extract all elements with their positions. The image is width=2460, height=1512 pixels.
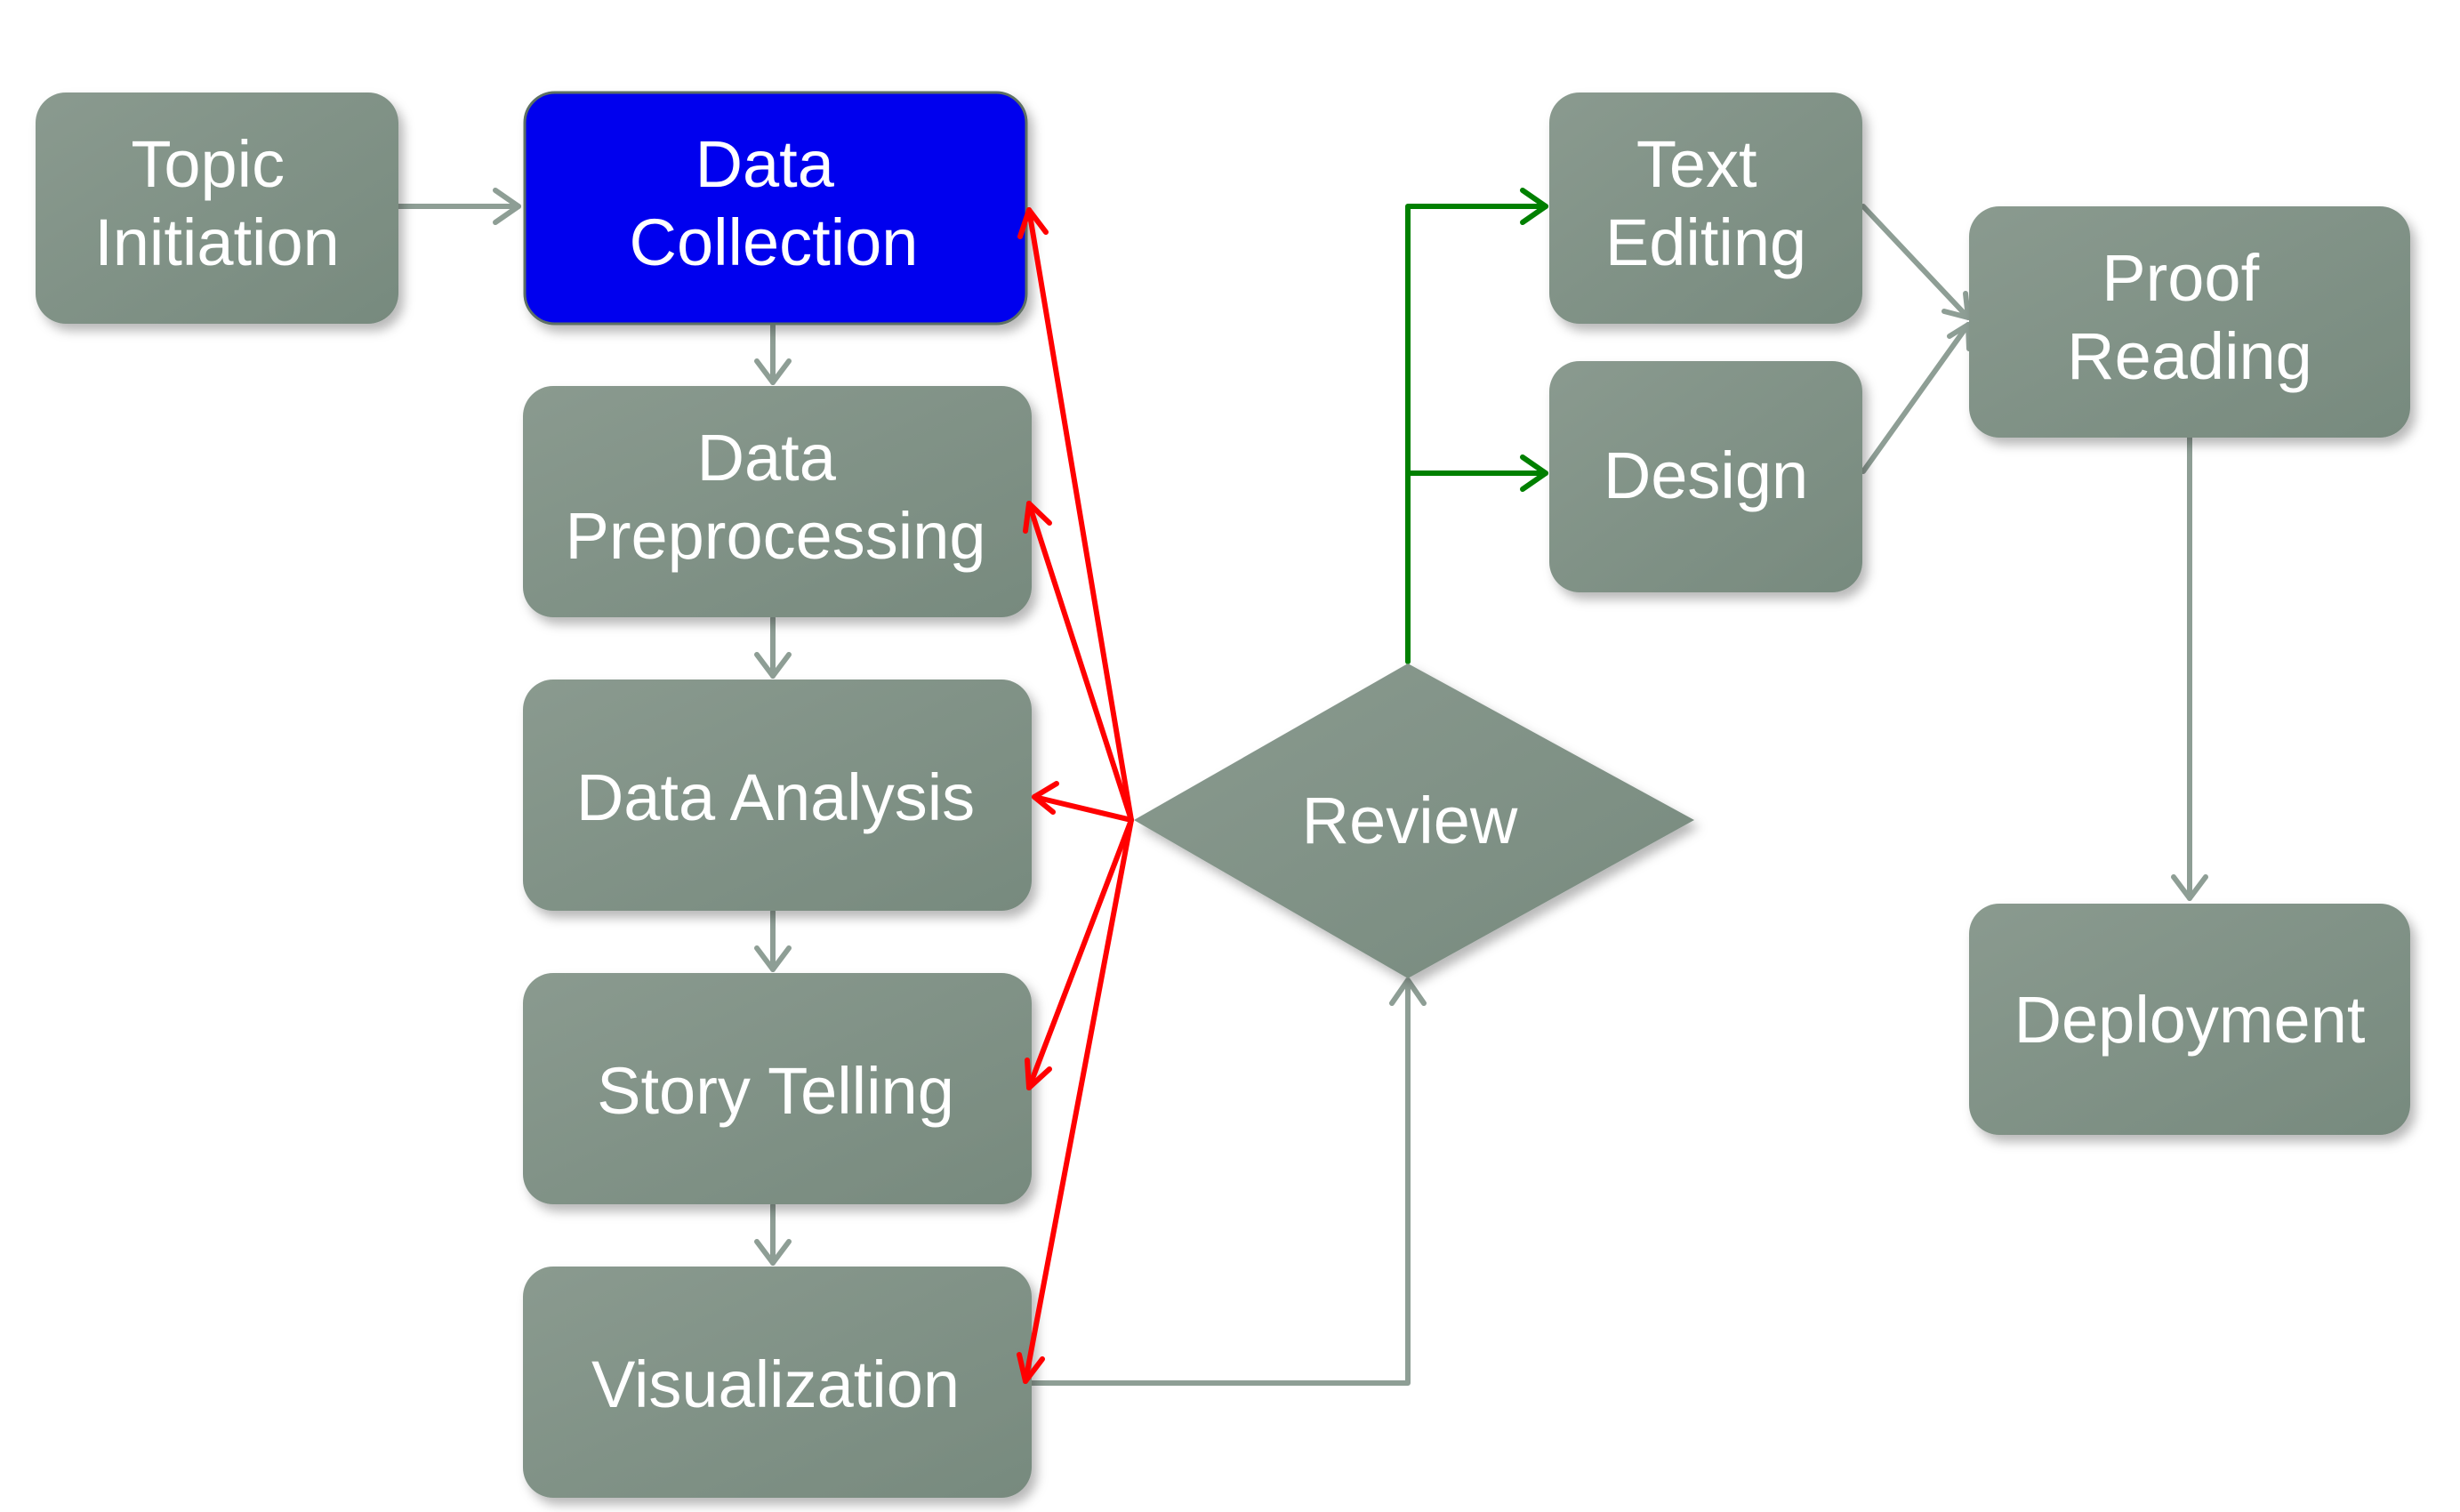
node-label: Design bbox=[1604, 438, 1808, 512]
feedback-to-story-telling bbox=[1026, 817, 1134, 1090]
node-review: Review bbox=[1134, 664, 1694, 978]
arrow-review-to-textediting bbox=[1405, 204, 1548, 664]
feedback-head-visualization bbox=[1017, 1352, 1045, 1384]
node-label: Data Analysis bbox=[576, 760, 975, 834]
feedback-head-story-telling bbox=[1025, 1058, 1052, 1090]
node-label: Editing bbox=[1605, 205, 1806, 279]
arrowhead-proofreading-to-deployment bbox=[2171, 874, 2208, 901]
arrowhead-textediting-to-proofreading bbox=[1941, 291, 1971, 320]
node-deployment: Deployment bbox=[1969, 904, 2410, 1135]
svg-text:Proof Reading: Proof Reading bbox=[2067, 241, 2312, 393]
review-branch-connectors bbox=[1405, 188, 1548, 664]
svg-text:Review: Review bbox=[1302, 784, 1518, 857]
feedback-to-data-analysis bbox=[1032, 794, 1134, 823]
node-label: Review bbox=[1302, 784, 1518, 857]
node-label: Preprocessing bbox=[565, 499, 985, 573]
diagram-nodes: Topic Initiation Data Collection Data Pr… bbox=[36, 91, 2410, 1498]
node-data-preprocessing: Data Preprocessing bbox=[523, 386, 1032, 617]
node-label: Reading bbox=[2067, 319, 2312, 393]
arrowhead-design-to-proofreading bbox=[1947, 322, 1972, 351]
arrowhead-collection-to-preprocessing bbox=[754, 358, 792, 385]
node-label: Data bbox=[695, 127, 835, 201]
node-label: Initiation bbox=[94, 205, 340, 279]
node-story-telling: Story Telling bbox=[523, 973, 1032, 1204]
feedback-head-data-preprocessing bbox=[1023, 501, 1052, 534]
svg-text:Data Collection: Data Collection bbox=[630, 127, 919, 279]
feedback-head-data-analysis bbox=[1032, 781, 1059, 815]
feedback-to-visualization bbox=[1023, 817, 1134, 1384]
node-proof-reading: Proof Reading bbox=[1969, 206, 2410, 438]
arrowhead-storytelling-to-visualization bbox=[754, 1239, 792, 1266]
node-label: Collection bbox=[630, 205, 919, 279]
review-feedback-arrows bbox=[1017, 207, 1134, 1384]
feedback-to-data-collection bbox=[1026, 207, 1134, 823]
arrowhead-preprocessing-to-analysis bbox=[754, 652, 792, 679]
svg-text:Deployment: Deployment bbox=[2014, 983, 2366, 1057]
node-text-editing: Text Editing bbox=[1549, 92, 1862, 324]
node-label: Visualization bbox=[591, 1347, 960, 1421]
svg-text:Data Preprocessing: Data Preprocessing bbox=[565, 421, 985, 573]
svg-text:Design: Design bbox=[1604, 438, 1808, 512]
flow-connectors bbox=[396, 188, 2208, 1386]
node-label: Deployment bbox=[2014, 983, 2366, 1057]
svg-text:Topic Initiation: Topic Initiation bbox=[94, 127, 340, 279]
node-topic-initiation: Topic Initiation bbox=[36, 92, 398, 324]
node-label: Text bbox=[1636, 127, 1757, 201]
feedback-to-data-preprocessing bbox=[1026, 501, 1134, 823]
node-design: Design bbox=[1549, 361, 1862, 592]
svg-text:Data Analysis: Data Analysis bbox=[576, 760, 975, 834]
node-label: Proof bbox=[2102, 241, 2259, 315]
node-visualization: Visualization bbox=[523, 1267, 1032, 1498]
node-label: Topic bbox=[131, 127, 285, 201]
arrow-textediting-to-proofreading bbox=[1861, 204, 1971, 320]
arrowhead-analysis-to-storytelling bbox=[754, 945, 792, 972]
node-label: Story Telling bbox=[597, 1054, 954, 1128]
svg-text:Story Telling: Story Telling bbox=[597, 1054, 954, 1128]
node-data-analysis: Data Analysis bbox=[523, 680, 1032, 911]
arrowhead-visualization-to-review bbox=[1389, 977, 1427, 1006]
arrow-design-to-proofreading bbox=[1861, 322, 1971, 474]
node-data-collection: Data Collection bbox=[523, 91, 1028, 326]
arrow-visualization-to-review bbox=[1029, 977, 1411, 1386]
svg-text:Text Editing: Text Editing bbox=[1605, 127, 1806, 279]
node-label: Data bbox=[697, 421, 837, 495]
feedback-head-data-collection bbox=[1017, 207, 1049, 239]
arrowhead-review-to-design bbox=[1520, 454, 1548, 492]
arrowhead-topic-to-collection bbox=[493, 188, 521, 225]
arrowhead-review-to-textediting bbox=[1520, 188, 1548, 225]
svg-text:Visualization: Visualization bbox=[591, 1347, 960, 1421]
